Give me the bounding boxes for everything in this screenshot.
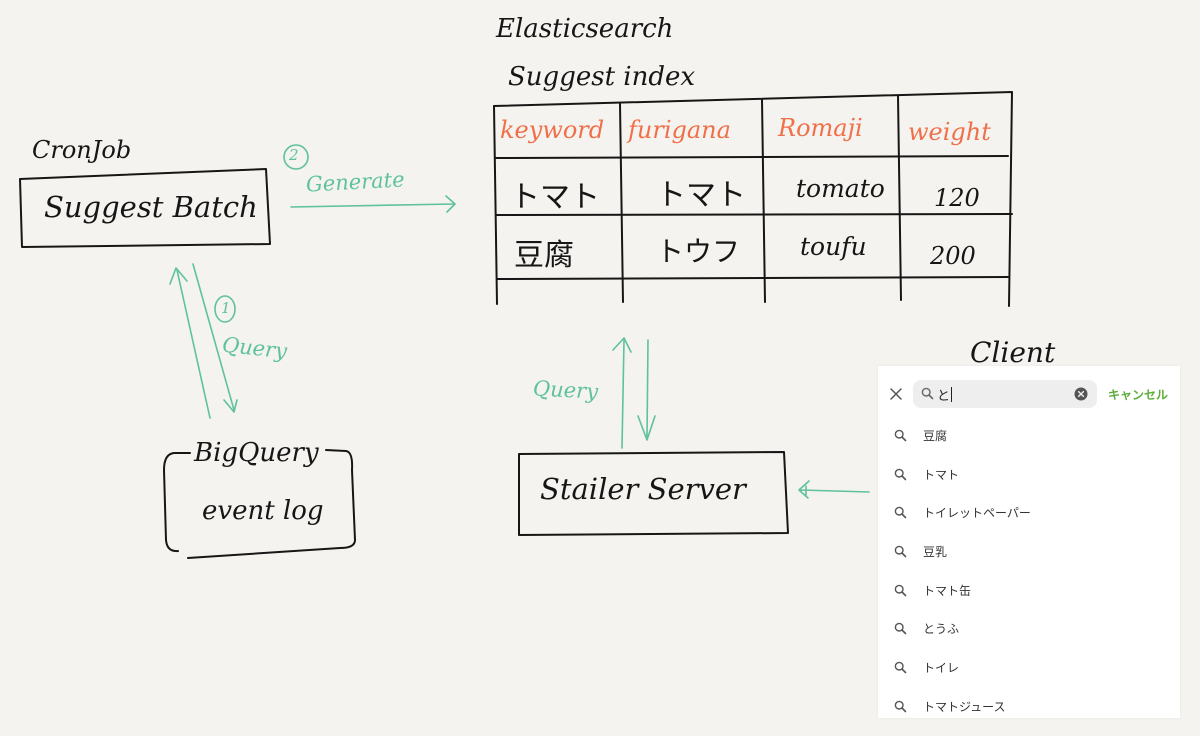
cancel-button[interactable]: キャンセル xyxy=(1108,388,1169,402)
es-query-arrow-up xyxy=(612,337,632,449)
query-step-number: 1 xyxy=(221,299,231,317)
search-icon xyxy=(894,429,907,442)
suggestion-text: トマト xyxy=(923,467,960,482)
text-cursor xyxy=(951,387,952,402)
suggestion-text: 豆腐 xyxy=(923,429,948,443)
es-query-arrow-down xyxy=(637,339,656,441)
suggest-batch-label: Suggest Batch xyxy=(44,190,258,224)
search-field[interactable] xyxy=(913,380,1097,408)
table-cell-weight-2: 200 xyxy=(930,242,976,270)
suggest-index-label: Suggest index xyxy=(508,62,696,92)
suggestion-text: 豆乳 xyxy=(923,545,948,560)
close-icon xyxy=(890,388,902,400)
query-arrow-down xyxy=(192,263,238,413)
suggestion-text: トイレットペーパー xyxy=(923,506,1031,521)
table-cell-keyword-2: 豆腐 xyxy=(514,238,574,273)
suggestion-item[interactable]: トマト xyxy=(878,455,1180,494)
search-icon xyxy=(894,545,907,558)
suggestion-text: とうふ xyxy=(923,622,960,637)
search-icon xyxy=(894,507,907,519)
stailer-server-box xyxy=(518,451,789,536)
search-icon xyxy=(894,623,907,635)
table-header-weight: weight xyxy=(908,118,991,146)
generate-arrow xyxy=(290,195,456,213)
generate-label: Generate xyxy=(305,167,406,197)
suggestion-text: トマトジュース xyxy=(923,699,1006,714)
suggestion-item[interactable]: 豆乳 xyxy=(878,532,1180,571)
suggest-index-grid xyxy=(493,91,1013,307)
suggest-batch-box xyxy=(19,168,271,248)
suggestion-item[interactable]: 豆腐 xyxy=(878,416,1180,455)
generate-step-number: 2 xyxy=(289,146,299,164)
search-input[interactable] xyxy=(937,383,1067,405)
search-icon xyxy=(894,584,907,597)
search-icon xyxy=(921,387,934,400)
suggestion-text: トイレ xyxy=(923,661,960,676)
query-arrow-up xyxy=(169,267,211,419)
table-cell-romaji-2: toufu xyxy=(800,232,867,261)
suggestion-item[interactable]: トイレ xyxy=(878,648,1180,687)
close-button[interactable] xyxy=(886,384,906,404)
suggestion-item[interactable]: とうふ xyxy=(878,609,1180,648)
suggestion-text: トマト缶 xyxy=(923,583,972,598)
table-cell-furigana-2: トウフ xyxy=(656,235,741,268)
table-header-romaji: Romaji xyxy=(778,114,863,142)
search-icon xyxy=(894,468,907,480)
table-cell-weight-1: 120 xyxy=(934,184,980,212)
event-log-label: event log xyxy=(202,496,324,526)
search-icon xyxy=(894,700,907,713)
search-bar: キャンセル xyxy=(878,366,1180,424)
elasticsearch-label: Elasticsearch xyxy=(496,14,674,44)
stailer-server-label: Stailer Server xyxy=(540,472,746,506)
table-header-keyword: keyword xyxy=(500,116,605,144)
table-cell-keyword-1: トマト xyxy=(510,180,600,215)
suggestion-list: 豆腐トマトトイレットペーパー豆乳トマト缶とうふトイレトマトジュース xyxy=(878,416,1180,718)
table-cell-furigana-1: トマト xyxy=(656,178,746,213)
search-icon xyxy=(894,661,907,674)
client-label: Client xyxy=(970,336,1056,369)
suggestion-item[interactable]: トマトジュース xyxy=(878,687,1180,718)
cronjob-label: CronJob xyxy=(32,136,132,164)
suggestion-item[interactable]: トマト缶 xyxy=(878,571,1180,610)
bigquery-box xyxy=(163,452,191,553)
table-cell-romaji-1: tomato xyxy=(796,174,885,203)
query-label-mid: Query xyxy=(532,376,599,404)
client-request-arrow xyxy=(798,480,870,499)
suggestion-item[interactable]: トイレットペーパー xyxy=(878,493,1180,532)
clear-icon[interactable] xyxy=(1074,387,1088,401)
table-header-furigana: furigana xyxy=(628,116,731,144)
bigquery-label: BigQuery xyxy=(194,438,319,468)
